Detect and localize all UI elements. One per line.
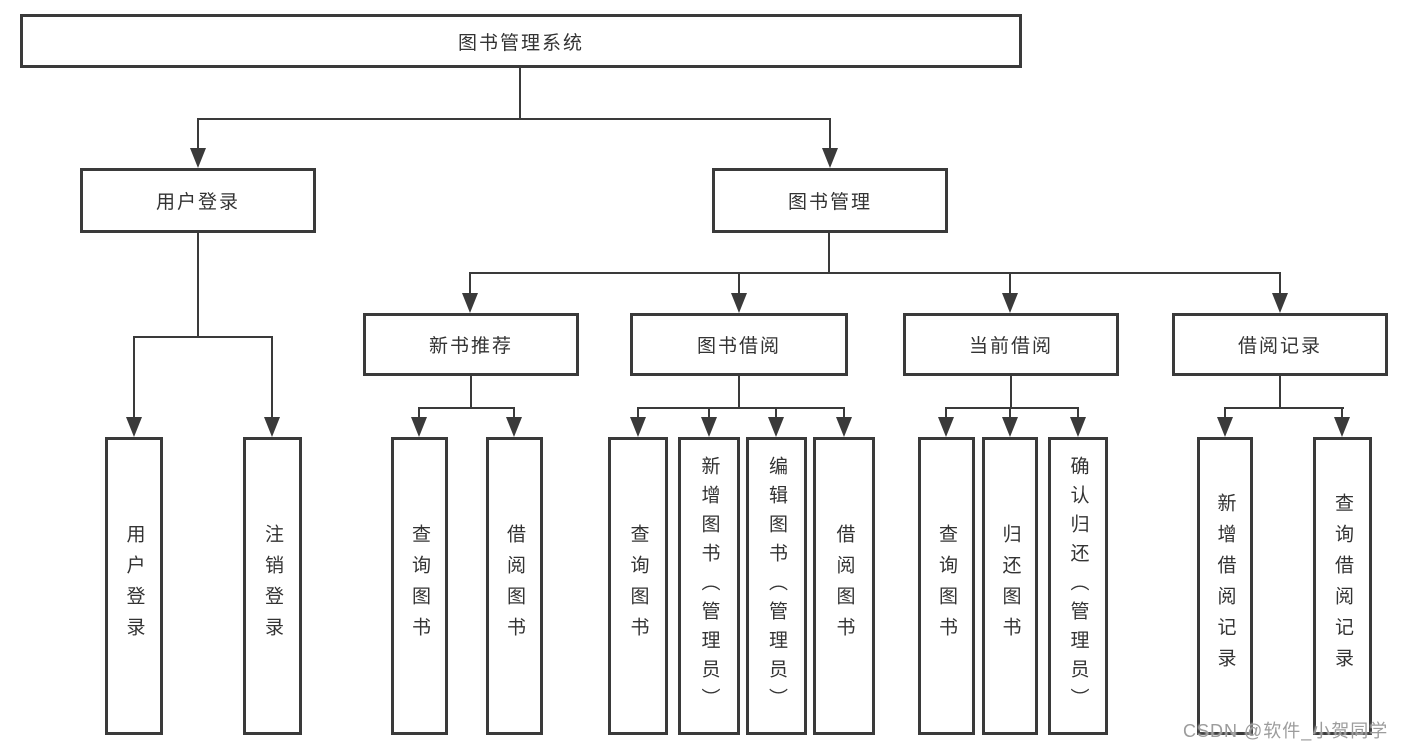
node-book-management: 图书管理 — [712, 168, 948, 233]
connector-bookmgmt-trunk — [828, 233, 830, 272]
node-borrow-records: 借阅记录 — [1172, 313, 1388, 376]
arrowhead-to-bbadd — [701, 417, 717, 437]
leaf-borrowing-query-books-label: 查询图书 — [627, 524, 649, 648]
leaf-current-confirm-return-admin: 确认归还（管理员） — [1048, 437, 1108, 735]
leaf-current-return-books: 归还图书 — [982, 437, 1038, 735]
connector-root-trunk — [519, 68, 521, 118]
arrowhead-to-bbedit — [768, 417, 784, 437]
node-library-system: 图书管理系统 — [20, 14, 1022, 68]
connector-root-to-bookmgmt-shaft — [829, 118, 831, 150]
connector-to-brquery-shaft — [1341, 407, 1343, 419]
arrowhead-to-nbquery — [411, 417, 427, 437]
node-current-borrowing-label: 当前借阅 — [968, 336, 1053, 357]
leaf-newbooks-query-books-label: 查询图书 — [409, 524, 430, 648]
arrowhead-to-cbreturn — [1002, 417, 1018, 437]
connector-records-crossbar — [1224, 407, 1344, 409]
leaf-newbooks-borrow-books-label: 借阅图书 — [504, 524, 525, 648]
connector-to-cbreturn-shaft — [1009, 407, 1011, 419]
connector-borrowing-crossbar — [637, 407, 845, 409]
connector-to-nbborrow-shaft — [513, 407, 515, 419]
connector-bookmgmt-crossbar — [469, 272, 1281, 274]
arrowhead-to-userlogin — [190, 148, 206, 168]
node-new-book-recommend: 新书推荐 — [363, 313, 579, 376]
connector-borrowing-trunk — [738, 376, 740, 407]
arrowhead-to-bradd — [1217, 417, 1233, 437]
connector-to-bbadd-shaft — [708, 407, 710, 419]
connector-userlogin-trunk — [197, 233, 199, 336]
arrowhead-to-borrowing — [731, 293, 747, 313]
leaf-current-confirm-return-admin-label: 确认归还（管理员） — [1067, 455, 1089, 717]
connector-to-bbquery-shaft — [637, 407, 639, 419]
leaf-current-query-books-label: 查询图书 — [936, 524, 957, 648]
connector-to-bbedit-shaft — [775, 407, 777, 419]
connector-to-bradd-shaft — [1224, 407, 1226, 419]
arrowhead-to-brquery — [1334, 417, 1350, 437]
arrowhead-to-newbooks — [462, 293, 478, 313]
leaf-current-query-books: 查询图书 — [918, 437, 975, 735]
leaf-borrowing-query-books: 查询图书 — [608, 437, 668, 735]
leaf-records-add-record-label: 新增借阅记录 — [1214, 493, 1236, 679]
arrowhead-to-bbquery — [630, 417, 646, 437]
connector-userlogin-crossbar — [133, 336, 273, 338]
arrowhead-to-cbquery — [938, 417, 954, 437]
leaf-records-query-record: 查询借阅记录 — [1313, 437, 1372, 735]
node-book-borrowing-label: 图书借阅 — [696, 336, 781, 357]
connector-to-bbborrow-shaft — [843, 407, 845, 419]
leaf-current-return-books-label: 归还图书 — [999, 524, 1021, 648]
connector-current-trunk — [1010, 376, 1012, 407]
leaf-borrowing-borrow-books: 借阅图书 — [813, 437, 875, 735]
connector-newbooks-trunk — [470, 376, 472, 407]
arrowhead-to-bookmgmt — [822, 148, 838, 168]
node-user-login: 用户登录 — [80, 168, 316, 233]
node-current-borrowing: 当前借阅 — [903, 313, 1119, 376]
node-library-system-label: 图书管理系统 — [457, 32, 584, 54]
node-book-management-label: 图书管理 — [787, 192, 872, 213]
leaf-newbooks-borrow-books: 借阅图书 — [486, 437, 543, 735]
connector-root-crossbar — [197, 118, 831, 120]
connector-to-newbooks-shaft — [469, 272, 471, 295]
leaf-borrowing-add-books-admin: 新增图书（管理员） — [678, 437, 740, 735]
connector-records-trunk — [1279, 376, 1281, 407]
watermark-text: CSDN @软件_小贺同学 — [1183, 721, 1389, 741]
leaf-user-login-label: 用户登录 — [123, 524, 145, 648]
node-new-book-recommend-label: 新书推荐 — [428, 336, 513, 357]
leaf-records-query-record-label: 查询借阅记录 — [1332, 493, 1353, 679]
connector-current-crossbar — [945, 407, 1079, 409]
connector-to-current-shaft — [1009, 272, 1011, 295]
leaf-borrowing-edit-books-admin: 编辑图书（管理员） — [746, 437, 807, 735]
arrowhead-to-bbborrow — [836, 417, 852, 437]
node-user-login-label: 用户登录 — [155, 192, 240, 213]
connector-root-to-userlogin-shaft — [197, 118, 199, 150]
leaf-logout-label: 注销登录 — [262, 524, 283, 648]
connector-to-cbconfirm-shaft — [1077, 407, 1079, 419]
arrowhead-to-nbborrow — [506, 417, 522, 437]
connector-to-cbquery-shaft — [945, 407, 947, 419]
arrowhead-to-current — [1002, 293, 1018, 313]
node-borrow-records-label: 借阅记录 — [1237, 336, 1322, 357]
leaf-borrowing-borrow-books-label: 借阅图书 — [833, 524, 855, 648]
arrowhead-to-leaf-logout — [264, 417, 280, 437]
connector-to-leaf-logout-shaft — [271, 336, 273, 419]
arrowhead-to-records — [1272, 293, 1288, 313]
connector-to-nbquery-shaft — [418, 407, 420, 419]
leaf-user-login: 用户登录 — [105, 437, 163, 735]
leaf-borrowing-add-books-admin-label: 新增图书（管理员） — [698, 455, 720, 717]
leaf-records-add-record: 新增借阅记录 — [1197, 437, 1253, 735]
arrowhead-to-leaf-login — [126, 417, 142, 437]
arrowhead-to-cbconfirm — [1070, 417, 1086, 437]
connector-to-borrowing-shaft — [738, 272, 740, 295]
leaf-logout: 注销登录 — [243, 437, 302, 735]
connector-newbooks-crossbar — [418, 407, 515, 409]
connector-to-records-shaft — [1279, 272, 1281, 295]
connector-to-leaf-login-shaft — [133, 336, 135, 419]
node-book-borrowing: 图书借阅 — [630, 313, 848, 376]
leaf-newbooks-query-books: 查询图书 — [391, 437, 448, 735]
leaf-borrowing-edit-books-admin-label: 编辑图书（管理员） — [766, 455, 787, 717]
